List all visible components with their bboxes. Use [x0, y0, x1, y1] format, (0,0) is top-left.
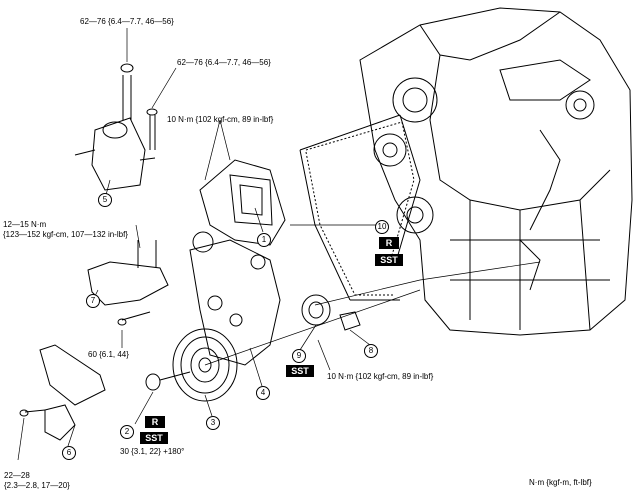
torque-label-mount-nut: 62—76 {6.4—7.7, 46—56} [80, 17, 174, 26]
callout-8: 8 [364, 344, 378, 358]
tensioner [339, 311, 361, 331]
callout-10: 10 [375, 220, 389, 234]
leader-lines [17, 28, 541, 461]
timing-belt-cover-upper [199, 159, 286, 246]
callout-5: 5 [98, 193, 112, 207]
torque-label-pulley-bolt: 30 {3.1, 22} +180° [120, 447, 185, 456]
callout-9: 9 [292, 349, 306, 363]
tag-sst-mid: SST [286, 365, 314, 377]
timing-belt [299, 114, 421, 301]
callout-7: 7 [86, 294, 100, 308]
idler-pulley [301, 294, 331, 326]
callout-6: 6 [62, 446, 76, 460]
torque-label-lower-bolt-line1: 22—28 [4, 471, 30, 480]
torque-label-mount-bolt: 62—76 {6.4—7.7, 46—56} [177, 58, 271, 67]
tag-r-lower: R [145, 416, 165, 428]
tag-sst-lower: SST [140, 432, 168, 444]
torque-label-cover-bolts: 10 N·m {102 kgf-cm, 89 in-lbf} [167, 115, 274, 124]
engine-block [359, 7, 633, 336]
tag-r-upper: R [379, 237, 399, 249]
torque-label-tensioner-bolt: 10 N·m {102 kgf-cm, 89 in-lbf} [327, 372, 434, 381]
engine-mount-upper [74, 63, 158, 191]
torque-label-bracket-line2: {123—152 kgf-cm, 107—132 in-lbf} [3, 230, 128, 239]
mount-bracket [87, 240, 169, 326]
torque-label-bracket-bolt: 60 {6.1, 44} [88, 350, 129, 359]
callout-3: 3 [206, 416, 220, 430]
tag-sst-upper: SST [375, 254, 403, 266]
callout-1: 1 [257, 233, 271, 247]
torque-label-bracket-line1: 12—15 N·m [3, 220, 47, 229]
torque-label-lower-bolt-line2: {2.3—2.8, 17—20} [4, 481, 70, 490]
timing-belt-cover-lower [189, 231, 281, 366]
callout-2: 2 [120, 425, 134, 439]
units-legend: N·m {kgf-m, ft-lbf} [529, 478, 592, 487]
mount-bracket-lower [19, 344, 106, 441]
callout-4: 4 [256, 386, 270, 400]
pulley-bolt [145, 371, 191, 391]
crankshaft-pulley [172, 328, 238, 402]
